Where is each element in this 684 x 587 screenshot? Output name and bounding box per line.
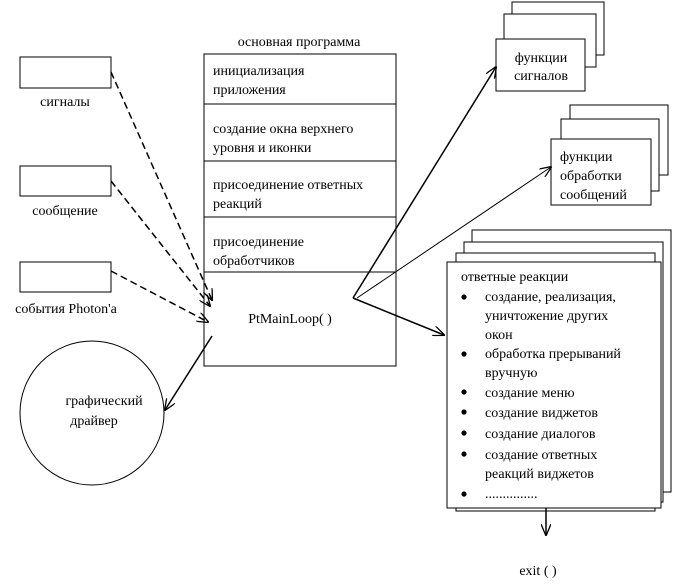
message-handlers-line3: сообщений — [560, 188, 627, 203]
callback-bullet — [461, 409, 467, 415]
signal-functions-line1: функции — [515, 51, 568, 66]
arrow-loop-to-message-handlers — [356, 167, 551, 299]
step-callbacks-line1: присоединение ответных — [213, 178, 363, 193]
graphic-driver-circle — [19, 340, 165, 486]
callback-item-7: ............... — [485, 487, 538, 502]
arrow-signals-to-loop — [110, 71, 212, 300]
callbacks-title: ответные реакции — [461, 270, 569, 285]
step-window-line2: уровня и иконки — [213, 141, 312, 156]
graphic-driver-line1: графический — [65, 394, 143, 409]
message-handlers-line2: обработки — [560, 169, 622, 184]
callback-bullet — [461, 389, 467, 395]
main-loop-label: PtMainLoop( ) — [248, 312, 332, 327]
callback-item-1-line3: окон — [485, 328, 513, 343]
callback-item-2-line1: обработка прерываний — [485, 347, 621, 362]
callback-item-1-line2: уничтожение других — [485, 309, 608, 324]
arrow-photon-to-loop — [110, 270, 208, 322]
source-message-box — [19, 165, 112, 197]
message-handlers-line1: функции — [560, 150, 613, 165]
callback-item-6-line1: создание ответных — [485, 448, 597, 463]
graphic-driver-line2: драйвер — [70, 414, 118, 429]
source-signals-label: сигналы — [40, 95, 90, 110]
callback-bullet — [461, 451, 467, 457]
signal-functions: функции сигналов — [495, 1, 605, 92]
arrow-loop-to-callbacks — [352, 297, 444, 335]
step-handlers-line2: обработчиков — [213, 254, 295, 269]
step-init-line2: приложения — [213, 83, 286, 98]
arrow-loop-to-driver — [165, 335, 213, 410]
callback-item-1-line1: создание, реализация, — [485, 290, 616, 305]
message-handlers-box — [550, 138, 652, 206]
source-photon-events-label: события Photon'a — [15, 302, 117, 317]
callback-bullet — [461, 430, 467, 436]
step-init-line1: инициализация — [213, 64, 305, 79]
signal-functions-line2: сигналов — [514, 69, 568, 84]
callback-bullet — [461, 491, 467, 497]
callback-item-2-line2: вручную — [485, 366, 537, 381]
callback-item-3: создание меню — [485, 386, 575, 401]
graphic-driver: графический драйвер — [19, 340, 165, 486]
step-handlers-line1: присоединение — [213, 235, 304, 250]
step-window-line1: создание окна верхнего — [213, 122, 353, 137]
callback-bullet — [461, 351, 467, 357]
message-handlers: функции обработки сообщений — [550, 104, 669, 206]
callback-bullet — [461, 294, 467, 300]
arrow-message-to-loop — [110, 180, 210, 306]
source-signals: сигналы — [19, 56, 112, 110]
step-callbacks-line2: реакций — [213, 197, 262, 212]
source-signals-box — [19, 56, 112, 89]
callback-item-5: создание диалогов — [485, 427, 596, 442]
callback-item-4: создание виджетов — [485, 406, 598, 421]
source-photon-events-box — [19, 261, 112, 293]
source-message: сообщение — [19, 165, 112, 219]
main-program-frame — [203, 53, 397, 367]
main-program-title: основная программа — [238, 35, 361, 50]
source-message-label: сообщение — [32, 204, 98, 219]
callback-item-6-line2: реакций виджетов — [485, 467, 594, 482]
callbacks: ответные реакции создание, реализация, у… — [446, 229, 672, 512]
source-photon-events: события Photon'a — [15, 261, 118, 317]
arrow-loop-to-signal-functions — [352, 67, 496, 299]
main-program: основная программа инициализация приложе… — [203, 35, 397, 367]
exit-label: exit ( ) — [519, 564, 557, 579]
callbacks-box — [446, 261, 662, 509]
